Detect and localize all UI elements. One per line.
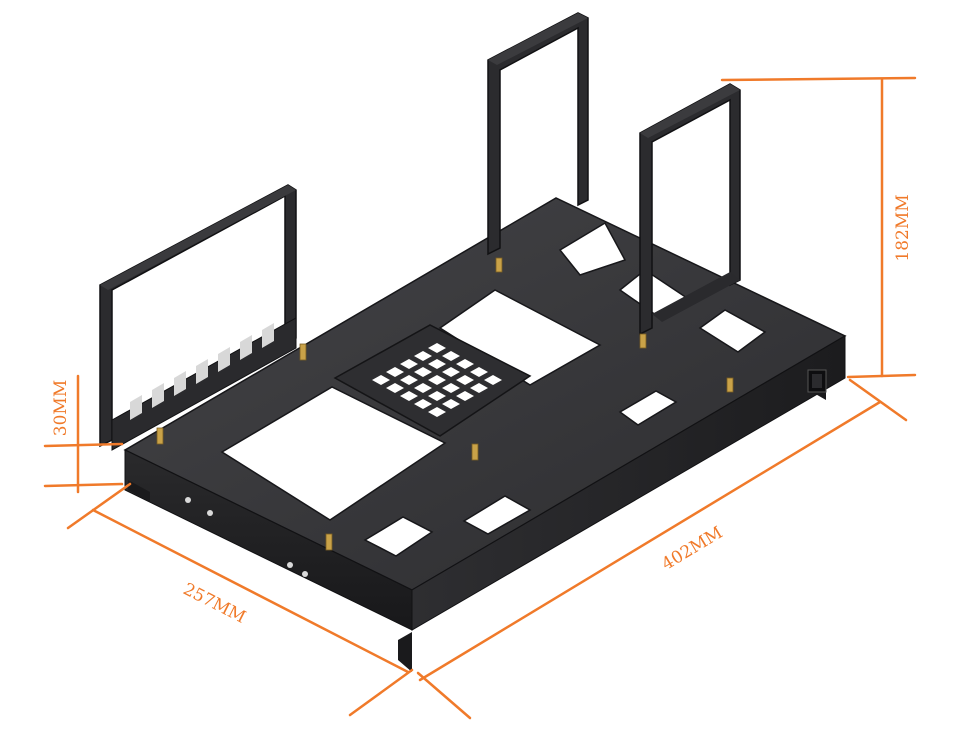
foot-extension-bottom (43, 482, 124, 488)
screw-hole (287, 562, 293, 568)
foot-front-left (128, 480, 150, 502)
slot-cover (196, 359, 208, 384)
chassis-front-edge (124, 449, 413, 631)
screw-hole (185, 497, 191, 503)
grid-hole (400, 391, 418, 401)
grid-hole (456, 375, 474, 385)
cooling-grid (372, 343, 502, 417)
grid-hole (428, 343, 446, 353)
motherboard-tray (333, 324, 532, 437)
depth-tick-right (348, 668, 414, 717)
standoff (726, 377, 734, 393)
grid-hole (400, 359, 418, 369)
depth-label: 257MM (180, 579, 249, 627)
grid-hole (428, 407, 446, 417)
grid-hole (470, 383, 488, 393)
slot-cover (218, 347, 230, 372)
slot-cover (152, 383, 164, 408)
standoff (325, 533, 333, 551)
bracket-right (639, 83, 741, 336)
slot-cover (130, 395, 142, 420)
grid-hole (400, 375, 418, 385)
grid-hole (456, 359, 474, 369)
grid-hole (372, 375, 390, 385)
standoff (639, 333, 647, 349)
screw-hole (207, 510, 213, 516)
foot-front-right (398, 632, 412, 672)
grid-hole (442, 367, 460, 377)
width-dimension-line (418, 400, 882, 682)
foot-extension-top (43, 442, 124, 448)
power-switch-rocker (812, 374, 822, 388)
grid-hole (386, 383, 404, 393)
grid-hole (442, 351, 460, 361)
screw-hole (302, 571, 308, 577)
chassis-right-edge (411, 335, 846, 631)
standoff (156, 427, 164, 445)
grid-hole (428, 391, 446, 401)
standoff (299, 343, 307, 361)
width-tick-left (416, 671, 472, 720)
grid-hole (442, 383, 460, 393)
grid-hole (442, 399, 460, 409)
height-label: 182MM (893, 194, 913, 261)
standoff (471, 443, 479, 461)
foot-label: 30MM (51, 380, 71, 436)
grid-hole (428, 375, 446, 385)
bracket-middle (487, 12, 589, 256)
depth-tick-left (66, 482, 132, 530)
grid-hole (470, 367, 488, 377)
grid-hole (414, 399, 432, 409)
standoffs (156, 257, 734, 551)
grid-hole (414, 351, 432, 361)
width-tick-right (848, 378, 908, 422)
slot-cover (240, 335, 252, 360)
grid-hole (414, 367, 432, 377)
depth-dimension-line (91, 508, 410, 674)
grid-hole (414, 383, 432, 393)
grid-hole (386, 367, 404, 377)
grid-hole (428, 359, 446, 369)
standoff (495, 257, 503, 273)
slot-cover-row (130, 323, 274, 420)
height-extension-top (720, 76, 917, 82)
grid-hole (456, 391, 474, 401)
dimension-lines (43, 76, 917, 720)
slot-cover (262, 323, 274, 348)
slot-cover (174, 371, 186, 396)
grid-hole (484, 375, 502, 385)
